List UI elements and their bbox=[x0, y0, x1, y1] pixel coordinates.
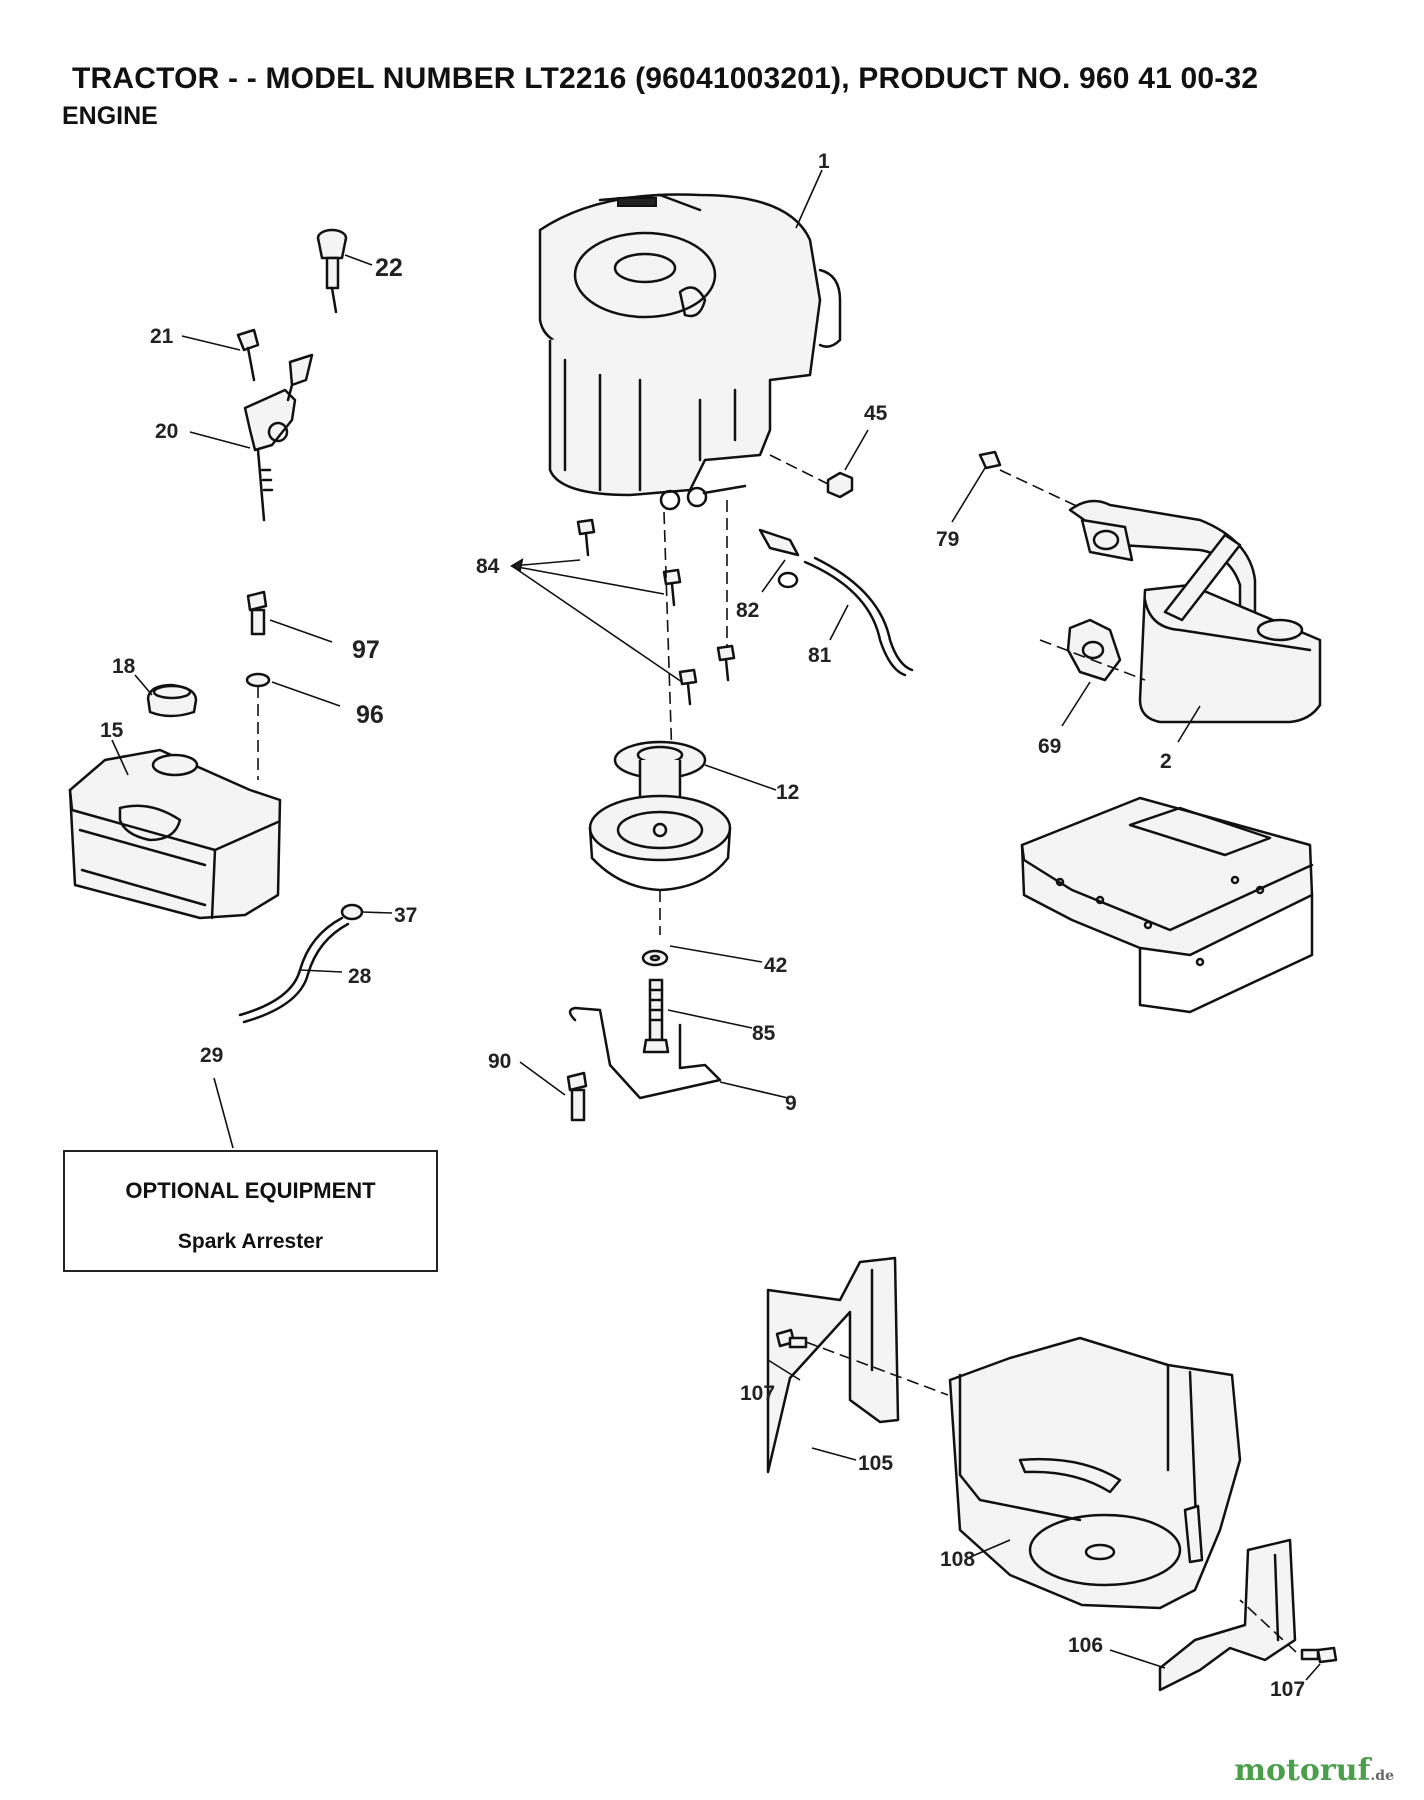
fuel-tank-part bbox=[68, 683, 282, 920]
callout-84: 84 bbox=[476, 555, 500, 578]
leader-18 bbox=[134, 674, 153, 696]
callout-85: 85 bbox=[752, 1022, 776, 1045]
leader-28 bbox=[299, 969, 343, 973]
leader-106 bbox=[1109, 1649, 1166, 1669]
leader-84c bbox=[511, 565, 683, 683]
leader-81 bbox=[829, 604, 849, 641]
callout-69: 69 bbox=[1038, 735, 1061, 758]
watermark-brand: motoruf bbox=[1234, 1753, 1371, 1788]
callout-29: 29 bbox=[200, 1044, 223, 1067]
engine-bolts-part bbox=[576, 518, 736, 706]
leader-22 bbox=[344, 254, 373, 266]
leader-20 bbox=[189, 431, 251, 449]
callout-108: 108 bbox=[940, 1548, 975, 1571]
leader-45 bbox=[844, 429, 869, 471]
leader-15 bbox=[111, 739, 129, 776]
leader-82 bbox=[761, 559, 786, 593]
leader-90 bbox=[519, 1061, 566, 1096]
leader-96 bbox=[271, 681, 341, 707]
fuel-hose-part bbox=[238, 903, 364, 1024]
callout-1: 1 bbox=[818, 150, 830, 173]
leader-79 bbox=[951, 467, 986, 523]
leader-84b bbox=[511, 565, 665, 595]
callout-20: 20 bbox=[155, 420, 178, 443]
leader-105 bbox=[811, 1447, 857, 1461]
leader-107a bbox=[767, 1359, 801, 1381]
callout-107b: 107 bbox=[1270, 1678, 1305, 1701]
leader-107b bbox=[1305, 1663, 1321, 1681]
leader-2 bbox=[1177, 705, 1201, 743]
callout-82: 82 bbox=[736, 599, 759, 622]
optional-equipment-box: OPTIONAL EQUIPMENT Spark Arrester bbox=[63, 1150, 438, 1272]
optional-equipment-item: Spark Arrester bbox=[177, 1230, 324, 1253]
callout-15: 15 bbox=[100, 719, 124, 742]
callout-107a: 107 bbox=[740, 1382, 775, 1405]
page-subtitle: ENGINE bbox=[62, 102, 158, 130]
bracket-part bbox=[566, 1006, 722, 1122]
muffler-part bbox=[978, 450, 1322, 724]
nut-part bbox=[826, 471, 854, 499]
callout-37: 37 bbox=[394, 904, 417, 927]
pulley-bolt-part bbox=[641, 949, 670, 1054]
throttle-control-part bbox=[236, 328, 314, 522]
leader-42 bbox=[669, 945, 763, 963]
callout-106: 106 bbox=[1068, 1634, 1103, 1657]
leader-97 bbox=[269, 619, 333, 643]
engine-mount-plate-part bbox=[1020, 796, 1314, 1014]
callout-12: 12 bbox=[776, 781, 799, 804]
callout-9: 9 bbox=[785, 1092, 797, 1115]
screw-washer-part bbox=[245, 590, 271, 780]
callout-79: 79 bbox=[936, 528, 959, 551]
callout-97: 97 bbox=[352, 636, 380, 664]
watermark-tld: .de bbox=[1370, 1768, 1394, 1784]
watermark-logo: motoruf.de bbox=[1234, 1753, 1394, 1788]
leader-37 bbox=[361, 911, 393, 914]
page-title: TRACTOR - - MODEL NUMBER LT2216 (9604100… bbox=[72, 62, 1259, 95]
callout-42: 42 bbox=[764, 954, 787, 977]
leader-29 bbox=[213, 1077, 234, 1149]
callout-96: 96 bbox=[356, 701, 384, 729]
callout-81: 81 bbox=[808, 644, 832, 667]
callout-105: 105 bbox=[858, 1452, 893, 1475]
leader-21 bbox=[181, 335, 241, 351]
engine-part bbox=[538, 193, 842, 511]
callout-21: 21 bbox=[150, 325, 174, 348]
leader-85 bbox=[667, 1009, 753, 1029]
leader-69 bbox=[1061, 681, 1091, 727]
shield-105-part bbox=[766, 1256, 949, 1474]
leader-108 bbox=[967, 1539, 1011, 1559]
optional-equipment-title: OPTIONAL EQUIPMENT bbox=[125, 1178, 376, 1203]
callout-28: 28 bbox=[348, 965, 372, 988]
leader-84a bbox=[511, 559, 581, 567]
callout-2: 2 bbox=[1160, 750, 1172, 773]
callout-22: 22 bbox=[375, 254, 403, 282]
leader-12 bbox=[704, 764, 777, 791]
knob-part bbox=[316, 228, 348, 314]
leader-1 bbox=[795, 169, 823, 229]
leader-9 bbox=[719, 1081, 789, 1099]
fuel-line-part bbox=[758, 528, 914, 677]
callout-90: 90 bbox=[488, 1050, 511, 1073]
callout-18: 18 bbox=[112, 655, 136, 678]
shield-106-part bbox=[1158, 1538, 1338, 1692]
housing-108-part bbox=[948, 1336, 1242, 1610]
callout-45: 45 bbox=[864, 402, 888, 425]
pulley-part bbox=[588, 740, 732, 935]
